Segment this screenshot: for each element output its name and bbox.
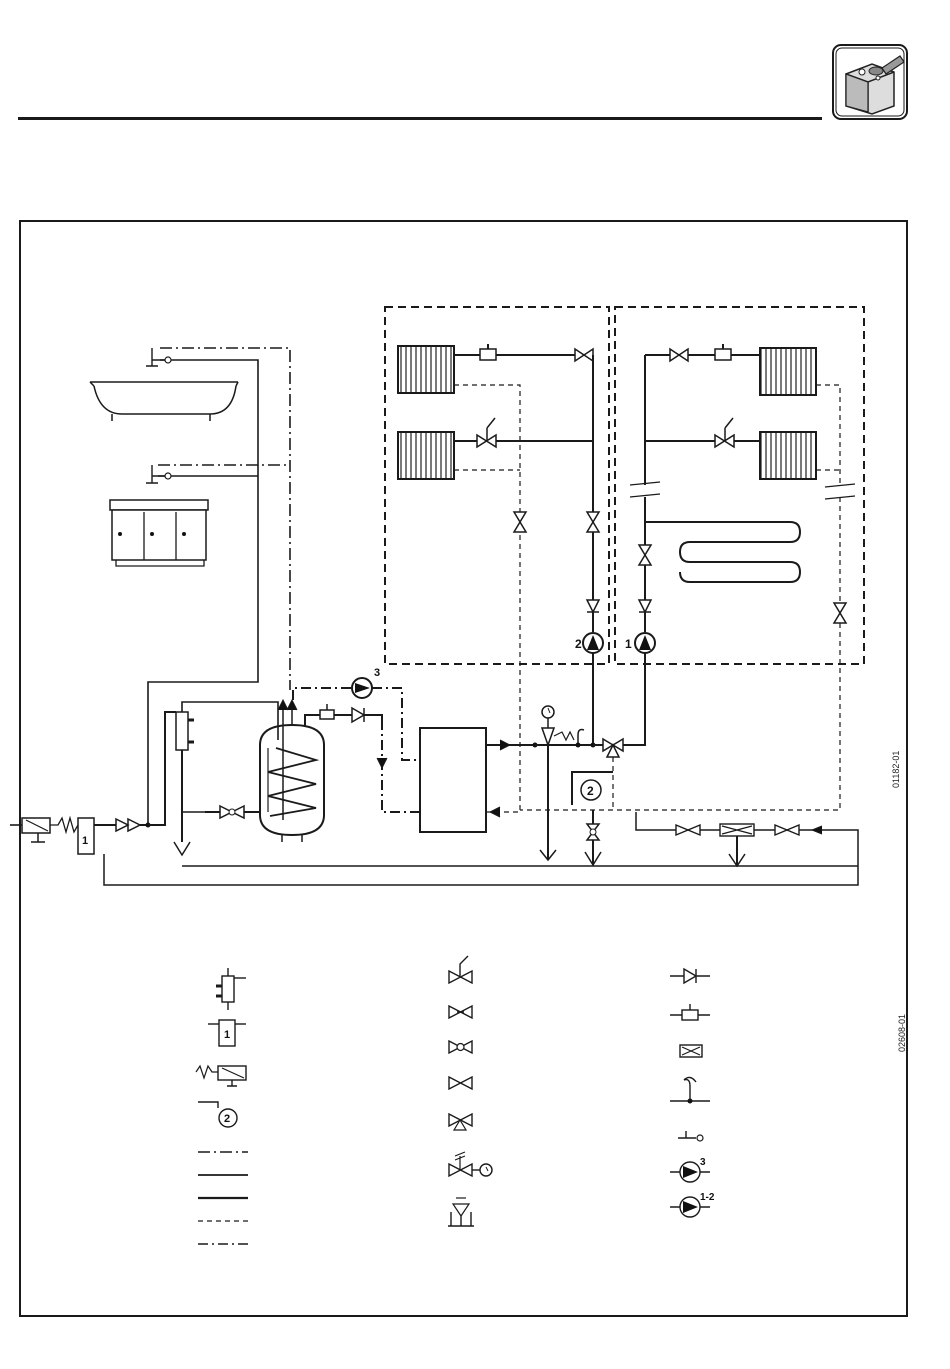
diagram-code: 01182-01: [891, 751, 901, 788]
legend-code: 02608-01: [897, 1014, 907, 1052]
legend-filter-label: 1: [224, 1029, 230, 1041]
radiator-zone1-top: [760, 348, 816, 395]
radiator-zone2-top: [398, 346, 454, 393]
radiator-zone2-bottom: [398, 432, 454, 479]
legend-heating-pump-label: 1-2: [700, 1192, 715, 1203]
valve-zone2-top: [575, 349, 593, 361]
filter-label: 1: [82, 835, 88, 847]
boiler-unit: [420, 728, 486, 832]
bypass-label: 2: [587, 784, 594, 798]
expansion-group: [176, 712, 188, 750]
heating-zone-1-box: [615, 307, 864, 664]
pump-2-label: 2: [575, 637, 582, 651]
legend-dhw-pump-label: 3: [700, 1157, 706, 1168]
legend-bypass-label: 2: [224, 1113, 230, 1125]
radiator-zone1-bottom: [760, 432, 816, 479]
thermostatic-valve-head: [480, 349, 496, 360]
pump-1-label: 1: [625, 637, 632, 651]
hot-water-cylinder: [260, 725, 324, 835]
dhw-pump-label: 3: [374, 667, 380, 679]
